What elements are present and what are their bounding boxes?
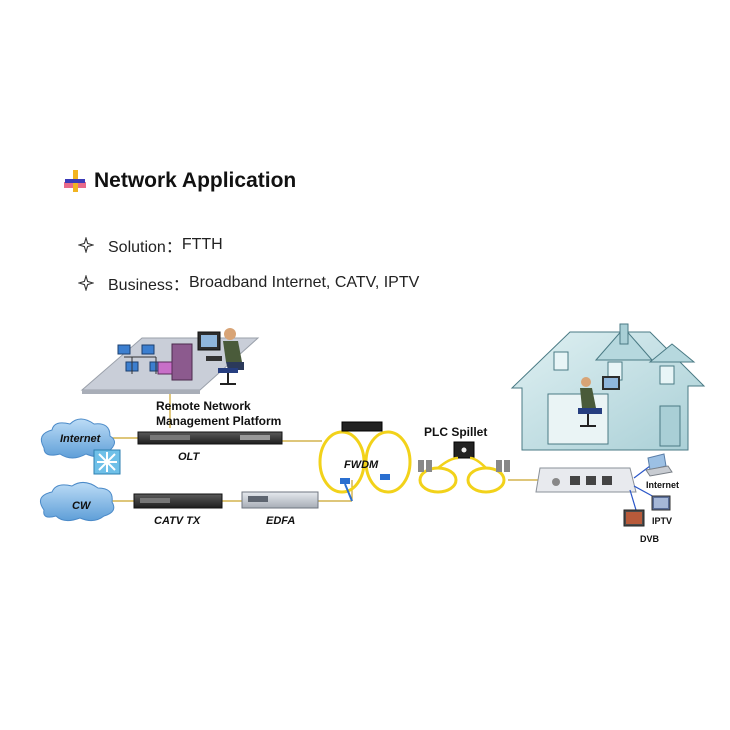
- management-platform: Remote Network Management Platform: [80, 328, 281, 428]
- dvb-tv-icon: [623, 509, 645, 527]
- router-icon: [93, 449, 121, 475]
- fwdm-label: FWDM: [344, 459, 379, 471]
- edfa-label: EDFA: [266, 515, 295, 527]
- catv-tx-label: CATV TX: [154, 515, 201, 527]
- catv-tx-device: CATV TX: [133, 493, 223, 527]
- subscriber-house: [510, 323, 706, 451]
- network-diagram: Remote Network Management Platform Inter…: [39, 323, 706, 544]
- home-dvb-label: DVB: [640, 534, 660, 544]
- olt-label: OLT: [178, 451, 200, 463]
- internet-cloud-label: Internet: [60, 433, 102, 445]
- home-endpoints: Internet IPTV DVB: [623, 453, 679, 544]
- cw-cloud: CW: [39, 482, 115, 522]
- server-tower-icon: [157, 343, 193, 381]
- platform-label-line1: Remote Network: [156, 399, 251, 413]
- page-title: Network Application: [94, 169, 297, 192]
- olt-device: OLT: [137, 431, 283, 463]
- fwdm-coupler: FWDM: [318, 421, 412, 502]
- laptop-icon: [645, 453, 673, 477]
- edfa-device: EDFA: [241, 491, 319, 527]
- plc-splitter: PLC Spillet: [418, 425, 510, 494]
- home-iptv-label: IPTV: [652, 516, 672, 526]
- operator-person-icon: [197, 328, 244, 385]
- four-point-star-icon: [78, 237, 94, 253]
- internet-cloud: Internet: [40, 418, 121, 475]
- bullet-business: Business： Broadband Internet, CATV, IPTV: [78, 271, 419, 295]
- bullet-value: Broadband Internet, CATV, IPTV: [188, 274, 420, 291]
- home-user-icon: [578, 376, 620, 427]
- section-heading: Network Application: [62, 168, 296, 194]
- cw-cloud-label: CW: [72, 500, 92, 512]
- workstation-icon: [117, 344, 163, 374]
- cross-bullet-icon: [64, 170, 86, 192]
- four-point-star-icon: [78, 275, 94, 291]
- bullet-label: Business：: [108, 277, 189, 294]
- onu-device: [535, 467, 637, 493]
- platform-label-line2: Management Platform: [156, 414, 281, 428]
- bullet-label: Solution：: [108, 239, 182, 256]
- bullet-value: FTTH: [181, 236, 223, 253]
- iptv-set-icon: [651, 495, 671, 511]
- home-internet-label: Internet: [646, 480, 679, 490]
- plc-splitter-label: PLC Spillet: [424, 425, 487, 439]
- bullet-solution: Solution： FTTH: [78, 233, 223, 257]
